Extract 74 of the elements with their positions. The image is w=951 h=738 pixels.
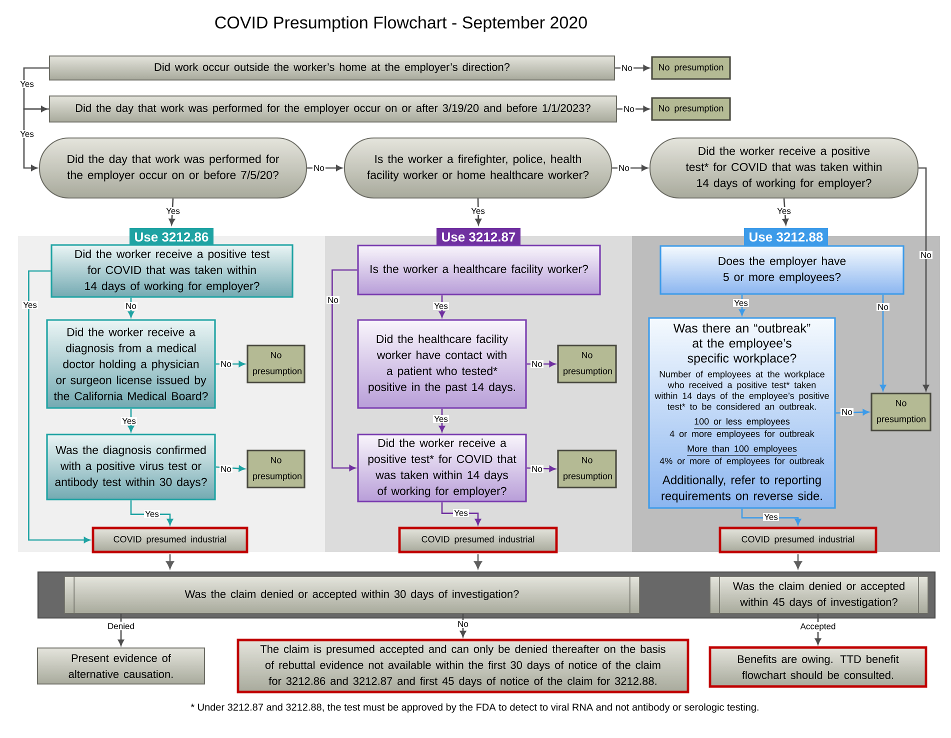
- arrow: [474, 554, 482, 570]
- title: COVID Presumption Flowchart - September 2020: [215, 16, 587, 32]
- arrow: [28, 270, 90, 544]
- question-box: Did the healthcare facility worker have contact with a patient who tested* positive in the past 14 days.: [357, 319, 527, 409]
- edge-label: No: [618, 164, 630, 172]
- outcome-box: No presumption: [557, 450, 617, 488]
- arrow: [615, 64, 650, 72]
- question-box: Did the worker receive a positive test* for COVID that was taken within 14 days of working for employer?: [357, 434, 527, 502]
- question-box: Did the day that work was performed for the employer occur on or before 7/5/20?: [38, 137, 308, 199]
- arrow: [128, 408, 134, 432]
- arrow: [332, 269, 358, 472]
- arrow: [918, 167, 930, 392]
- outcome-box: No presumption: [651, 56, 731, 80]
- footnote: * Under 3212.87 and 3212.88, the test must be approved by the FDA to detect to viral RNA and not antibody or serologic testing.: [190, 703, 758, 713]
- result-box: COVID presumed industrial: [92, 526, 248, 554]
- arrow: [880, 294, 886, 392]
- arrow: [130, 500, 174, 526]
- arrow: [526, 360, 556, 368]
- arrow: [307, 164, 342, 172]
- edge-label: Yes: [19, 130, 35, 138]
- question-box: Is the worker a firefighter, police, health facility worker or home healthcare worker?: [344, 137, 612, 199]
- arrow: [128, 298, 134, 318]
- edge-label: No: [620, 64, 634, 72]
- question-box: Was the claim denied or accepted within 30 days of investigation?: [64, 576, 640, 614]
- arrow: [441, 502, 482, 526]
- arrow: [23, 108, 49, 172]
- edge-label: Accepted: [799, 622, 837, 632]
- outcome-box: Present evidence of alternative causation.: [36, 647, 206, 685]
- question-box: Was the claim denied or accepted within 45 days of investigation?: [710, 576, 928, 614]
- arrow: [216, 465, 246, 472]
- edge-label: No: [456, 620, 470, 628]
- edge-label: Yes: [776, 206, 792, 216]
- edge-label: No: [622, 104, 636, 114]
- edge-label: Yes: [470, 206, 486, 216]
- question-box: Does the employer have 5 or more employees?: [660, 245, 904, 295]
- edge-label: Denied: [106, 622, 136, 630]
- result-box: The claim is presumed accepted and can only be denied thereafter on the basis of rebuttal evidence not available within the first 30 days of notice of the claim for 3212.86 and 3212.87 and first 45 days of notice of the claim for 3212.88.: [236, 638, 690, 694]
- question-box: Did the worker receive a positive test* for COVID that was taken within 14 days of working for employer?: [649, 137, 919, 199]
- arrow: [741, 508, 802, 526]
- question-box: Did the worker receive a diagnosis from a medical doctor holding a physician or surgeon license issued by the California Medical Board?: [46, 319, 216, 409]
- question-box: Was there an “outbreak” at the employee’s specific workplace? Number of employees at the workplace who received a positive test* taken within 14 days of the employee’s positive test* to be considered an outbreak. 100 or less employees 4 or more employees for outbreak More than 100 employees 4% or more of employees for outbreak Additionally, refer to reporting requirements on reverse side.: [648, 317, 836, 509]
- result-box: COVID presumed industrial: [398, 526, 558, 554]
- question-box: Did work occur outside the worker’s home at the employer’s direction?: [48, 55, 616, 81]
- arrow: [782, 198, 789, 226]
- arrow: [794, 554, 802, 570]
- arrow: [168, 198, 175, 226]
- arrow: [438, 408, 446, 432]
- question-box: Was the diagnosis confirmed with a positive virus test or antibody test within 30 days?: [46, 434, 216, 500]
- outcome-box: No presumption: [870, 392, 932, 432]
- arrow: [617, 106, 650, 112]
- question-box: Did the worker receive a positive test for COVID that was taken within 14 days of working for employer?: [50, 244, 294, 298]
- outcome-box: No presumption: [651, 97, 731, 121]
- result-box: COVID presumed industrial: [718, 526, 878, 554]
- arrow: [118, 614, 124, 646]
- edge-label: Yes: [19, 80, 35, 88]
- arrow: [438, 295, 446, 318]
- arrow: [526, 466, 556, 472]
- arrow: [612, 164, 648, 172]
- arrow: [166, 554, 174, 570]
- arrow: [23, 67, 49, 112]
- arrow: [460, 614, 466, 638]
- arrow: [836, 409, 870, 416]
- arrow: [738, 294, 746, 316]
- outcome-box: No presumption: [557, 344, 617, 384]
- question-box: Did the day that work was performed for the employer occur on or after 3/19/20 and before 1/1/2023?: [48, 95, 618, 123]
- result-box: Benefits are owing. TTD benefit flowchart should be consulted.: [708, 646, 928, 688]
- arrow: [216, 360, 246, 368]
- arrow: [814, 614, 822, 645]
- outcome-box: No presumption: [246, 450, 306, 488]
- edge-label: Yes: [165, 206, 181, 216]
- question-box: Is the worker a healthcare facility worker?: [357, 244, 601, 296]
- arrow: [475, 198, 482, 226]
- outcome-box: No presumption: [246, 344, 306, 384]
- edge-label: No: [312, 164, 326, 172]
